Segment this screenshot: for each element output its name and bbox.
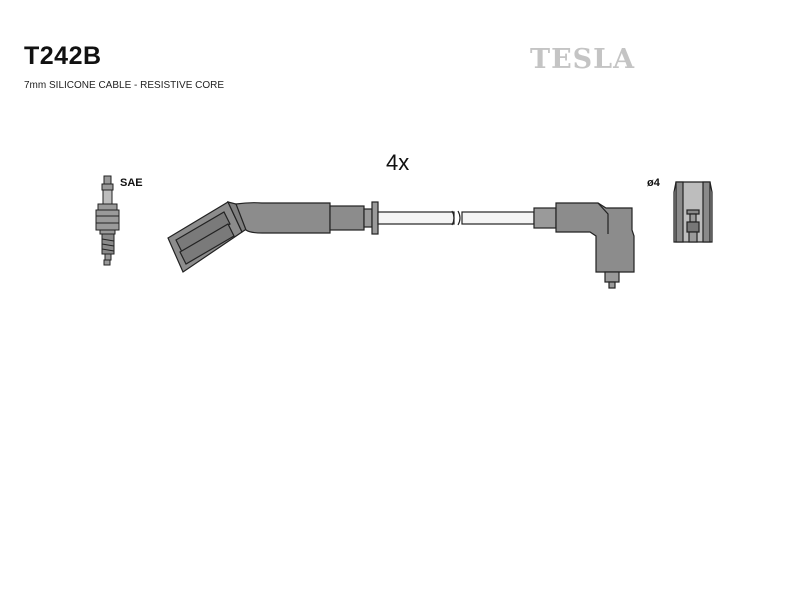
plug-boot	[167, 201, 249, 273]
spark-plug-icon	[95, 175, 120, 266]
boot-sleeve	[235, 201, 379, 235]
brand-logo: TESLA	[530, 44, 636, 75]
cable-spec: 7mm SILICONE CABLE - RESISTIVE CORE	[24, 80, 225, 91]
cable	[377, 210, 535, 226]
quantity-label: 4x	[386, 150, 410, 175]
terminal-diameter-label: ø4	[647, 177, 660, 189]
distributor-boot	[533, 202, 635, 289]
spark-plug-label: SAE	[120, 177, 143, 189]
terminal-icon	[673, 181, 713, 243]
part-number: T242B	[24, 42, 102, 70]
